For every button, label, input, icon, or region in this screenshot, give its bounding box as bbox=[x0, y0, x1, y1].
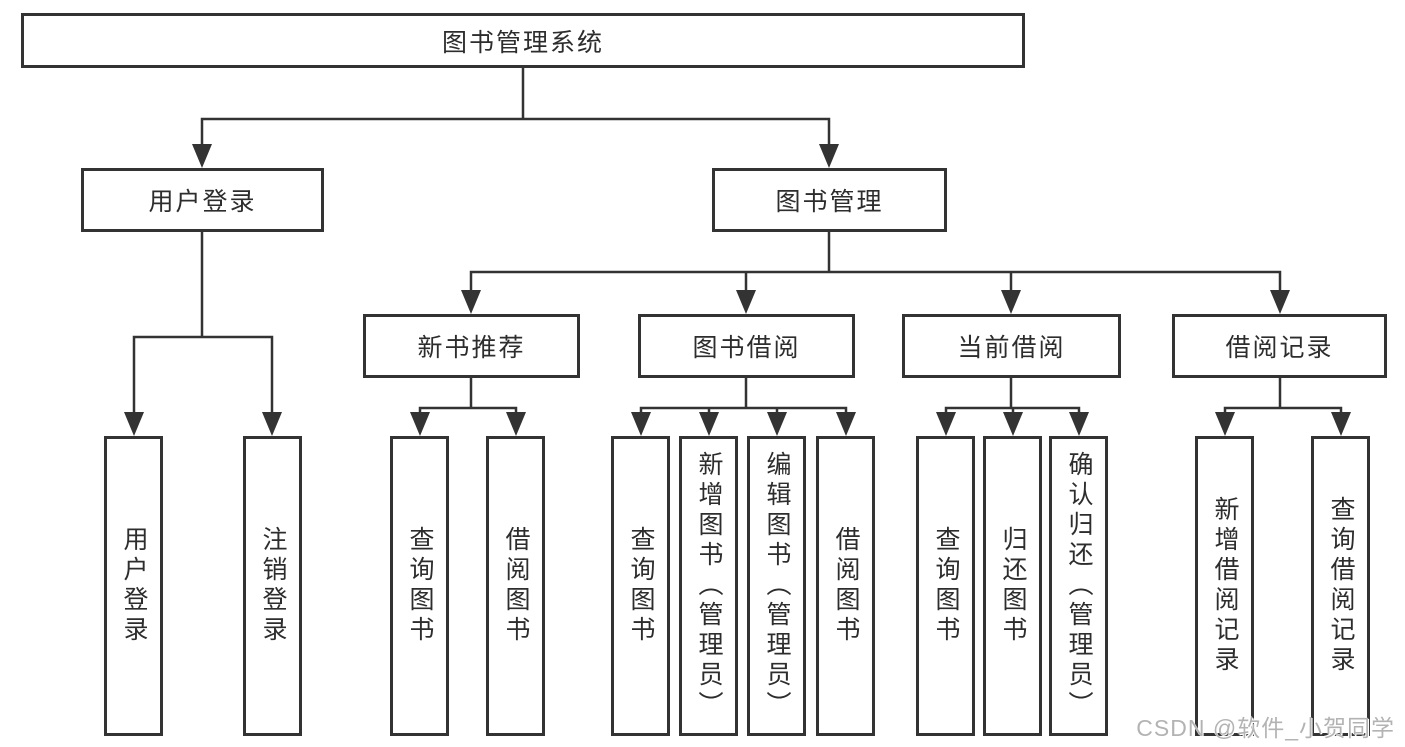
leaf-nbr-query-books: 查询图书 bbox=[390, 436, 449, 736]
leaf-label: 借阅图书 bbox=[832, 526, 860, 646]
leaf-cb-confirm-return-admin: 确认归还（管理员） bbox=[1049, 436, 1108, 736]
leaf-label: 确认归还（管理员） bbox=[1065, 451, 1093, 721]
leaf-label: 借阅图书 bbox=[502, 526, 530, 646]
leaf-label: 新增图书（管理员） bbox=[695, 451, 723, 721]
leaf-label: 查询借阅记录 bbox=[1327, 496, 1355, 676]
csdn-watermark: CSDN @软件_小贺同学 bbox=[1136, 715, 1395, 741]
leaf-label: 查询图书 bbox=[627, 526, 655, 646]
node-user-login-branch: 用户登录 bbox=[81, 168, 324, 232]
node-book-management: 图书管理 bbox=[712, 168, 947, 232]
node-current-borrowing: 当前借阅 bbox=[902, 314, 1121, 378]
leaf-nbr-borrow-books: 借阅图书 bbox=[486, 436, 545, 736]
leaf-bb-query-books: 查询图书 bbox=[611, 436, 670, 736]
arrowheads bbox=[124, 144, 1351, 436]
leaf-label: 编辑图书（管理员） bbox=[763, 451, 791, 721]
leaf-br-query-borrow-record: 查询借阅记录 bbox=[1311, 436, 1370, 736]
leaf-bb-add-book-admin: 新增图书（管理员） bbox=[679, 436, 738, 736]
node-book-borrowing: 图书借阅 bbox=[638, 314, 855, 378]
leaf-label: 查询图书 bbox=[932, 526, 960, 646]
leaf-logout: 注销登录 bbox=[243, 436, 302, 736]
leaf-label: 用户登录 bbox=[120, 526, 148, 646]
leaf-bb-edit-book-admin: 编辑图书（管理员） bbox=[747, 436, 806, 736]
leaf-label: 注销登录 bbox=[259, 526, 287, 646]
leaf-label: 查询图书 bbox=[406, 526, 434, 646]
node-new-book-recommend: 新书推荐 bbox=[363, 314, 580, 378]
leaf-bb-borrow-books: 借阅图书 bbox=[816, 436, 875, 736]
leaf-label: 归还图书 bbox=[999, 526, 1027, 646]
leaf-br-add-borrow-record: 新增借阅记录 bbox=[1195, 436, 1254, 736]
leaf-cb-query-books: 查询图书 bbox=[916, 436, 975, 736]
leaf-user-login: 用户登录 bbox=[104, 436, 163, 736]
node-library-management-system: 图书管理系统 bbox=[21, 13, 1025, 68]
leaf-label: 新增借阅记录 bbox=[1211, 496, 1239, 676]
node-borrowing-records: 借阅记录 bbox=[1172, 314, 1387, 378]
leaf-cb-return-books: 归还图书 bbox=[983, 436, 1042, 736]
